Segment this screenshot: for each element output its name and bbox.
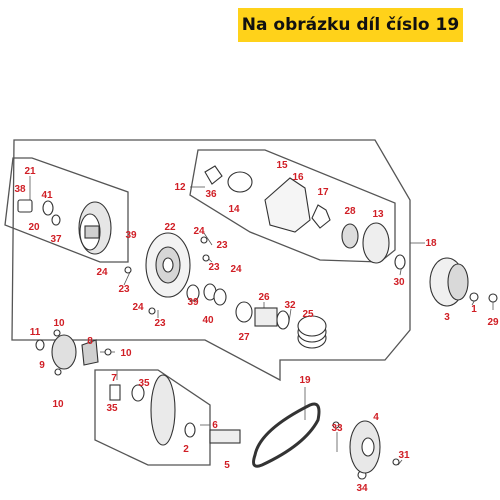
callout-20: 20 xyxy=(28,222,40,233)
callout-33: 33 xyxy=(331,423,343,434)
callout-15: 15 xyxy=(276,160,288,171)
callout-35-a: 35 xyxy=(106,403,118,414)
callout-25: 25 xyxy=(302,309,314,320)
callout-11: 11 xyxy=(30,327,41,338)
assembly-frame-6 xyxy=(94,369,211,466)
callout-30: 30 xyxy=(393,277,405,288)
callout-14: 14 xyxy=(228,204,240,215)
callout-36: 36 xyxy=(205,189,217,200)
callout-5: 5 xyxy=(224,460,230,471)
callout-28: 28 xyxy=(344,206,356,217)
callout-9: 9 xyxy=(39,360,45,371)
callout-24-b: 24 xyxy=(230,264,242,275)
callout-10-a: 10 xyxy=(53,318,65,329)
callout-34: 34 xyxy=(356,483,368,494)
callout-23-a: 23 xyxy=(216,240,228,251)
callout-4: 4 xyxy=(373,412,379,423)
callout-23-b: 23 xyxy=(208,262,220,273)
callout-10-c: 10 xyxy=(52,399,64,410)
callout-21: 21 xyxy=(24,166,36,177)
callout-13: 13 xyxy=(372,209,384,220)
callout-10-b: 10 xyxy=(120,348,132,359)
callout-29: 29 xyxy=(487,317,499,328)
callout-26: 26 xyxy=(258,292,270,303)
callout-22: 22 xyxy=(164,222,176,233)
callout-8: 8 xyxy=(87,336,93,347)
callout-3: 3 xyxy=(444,312,450,323)
callout-40: 40 xyxy=(202,315,214,326)
callout-2: 2 xyxy=(183,444,189,455)
callout-27: 27 xyxy=(238,332,250,343)
callout-12: 12 xyxy=(174,182,186,193)
callout-1: 1 xyxy=(471,304,477,315)
callout-6: 6 xyxy=(212,420,218,431)
callout-31: 31 xyxy=(398,450,410,461)
callout-39-a: 39 xyxy=(125,230,137,241)
callout-32: 32 xyxy=(284,300,296,311)
callout-39-b: 39 xyxy=(187,297,199,308)
callout-7: 7 xyxy=(111,373,117,384)
callout-18: 18 xyxy=(425,238,437,249)
callout-23-d: 23 xyxy=(154,318,166,329)
callout-35-b: 35 xyxy=(138,378,150,389)
callout-37: 37 xyxy=(50,234,62,245)
callout-23-c: 23 xyxy=(118,284,130,295)
callout-17: 17 xyxy=(317,187,329,198)
callout-24-a: 24 xyxy=(193,226,205,237)
part-number-banner: Na obrázku díl číslo 19 xyxy=(238,8,463,42)
callout-24-c: 24 xyxy=(96,267,108,278)
callout-16: 16 xyxy=(292,172,304,183)
callout-41: 41 xyxy=(41,190,53,201)
assembly-frame-18 xyxy=(11,139,411,382)
callout-24-d: 24 xyxy=(132,302,144,313)
assembly-frame-21 xyxy=(4,157,129,263)
callout-38: 38 xyxy=(14,184,26,195)
callout-19: 19 xyxy=(299,375,311,386)
